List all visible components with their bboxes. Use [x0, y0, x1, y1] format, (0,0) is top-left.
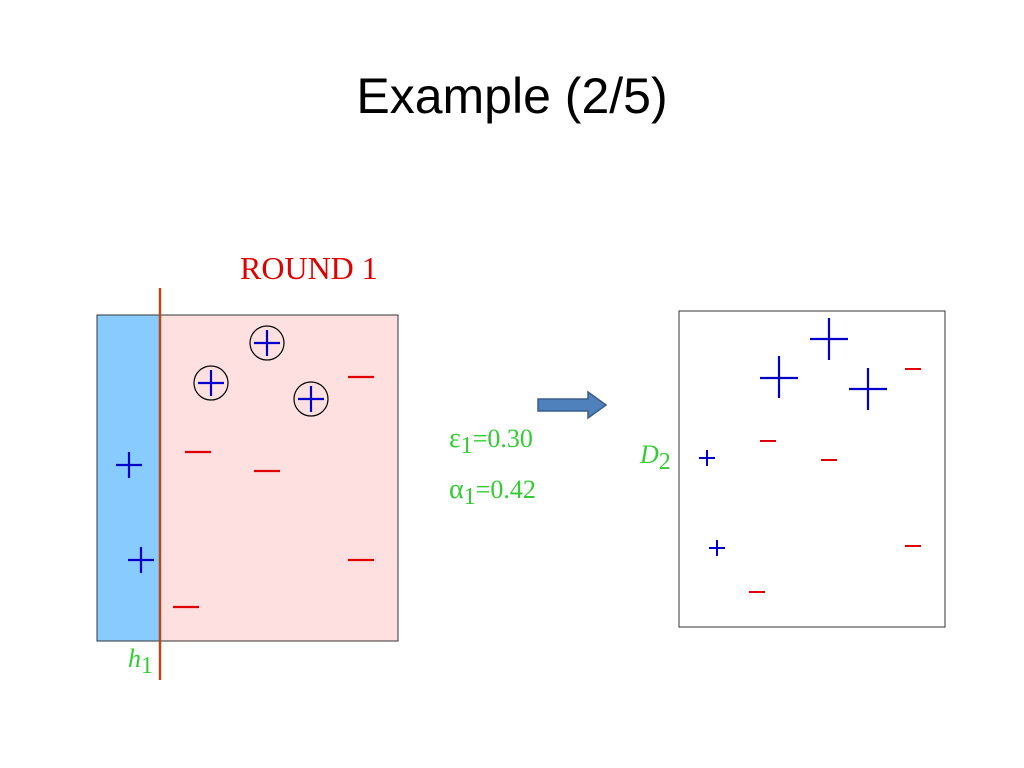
- plus-point-large: [810, 318, 848, 360]
- plus-point-small: [709, 540, 725, 556]
- alpha-label: α1=0.42: [449, 475, 536, 512]
- distribution-label: D2: [640, 440, 671, 477]
- hypothesis-subscript: 1: [141, 653, 153, 679]
- plus-point: [298, 386, 324, 412]
- region-positive: [96, 314, 161, 642]
- plus-point: [254, 330, 280, 356]
- plus-point-small: [699, 450, 715, 466]
- plus-point-large: [849, 368, 887, 410]
- plus-point: [198, 370, 224, 396]
- plus-point: [116, 452, 142, 478]
- distribution-box: [678, 310, 946, 628]
- round-label: ROUND 1: [240, 250, 378, 286]
- epsilon-subscript: 1: [460, 433, 473, 459]
- left-plus-points: [116, 330, 324, 573]
- misclassified-circle: [249, 325, 285, 361]
- plus-point-large: [760, 356, 798, 398]
- plus-point: [128, 547, 154, 573]
- epsilon-value: =0.30: [472, 424, 533, 453]
- left-minus-points: [173, 375, 374, 609]
- right-minus-points: [749, 368, 921, 593]
- hypothesis-name: h: [128, 644, 141, 673]
- right-plus-points: [699, 318, 887, 556]
- slide-title: Example (2/5): [356, 68, 668, 124]
- alpha-subscript: 1: [463, 484, 476, 510]
- epsilon-label: ε1=0.30: [449, 424, 533, 461]
- alpha-symbol: α: [449, 474, 464, 505]
- misclassified-circle: [193, 365, 229, 401]
- distribution-subscript: 2: [658, 449, 671, 475]
- alpha-value: =0.42: [475, 475, 536, 504]
- region-negative: [159, 314, 399, 642]
- distribution-name: D: [640, 440, 659, 469]
- misclassified-circle: [293, 381, 329, 417]
- hypothesis-label: h1: [128, 644, 153, 681]
- epsilon-symbol: ε: [449, 423, 461, 454]
- transition-arrow: [537, 390, 608, 420]
